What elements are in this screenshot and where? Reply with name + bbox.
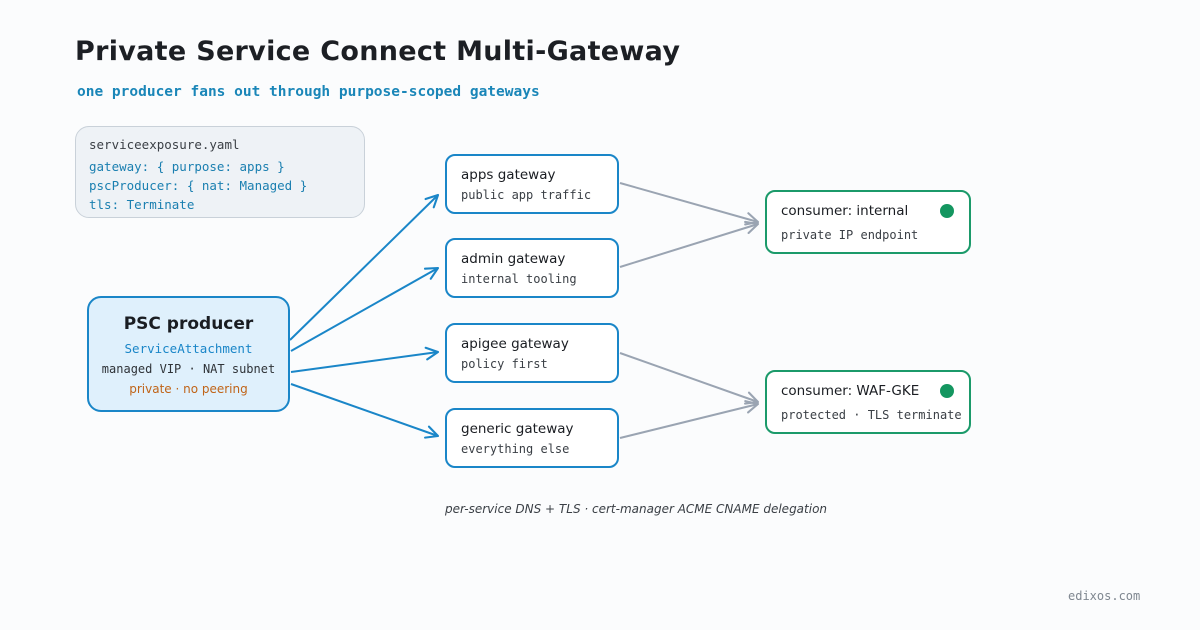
arrow-apps-to-internal — [619, 182, 760, 226]
arrow-producer-to-generic — [290, 383, 440, 439]
config-line: tls: Terminate — [89, 197, 195, 212]
diagram-subtitle: one producer fans out through purpose-sc… — [77, 84, 540, 100]
footnote: per-service DNS + TLS · cert-manager ACM… — [445, 502, 828, 516]
producer-title: PSC producer — [123, 314, 254, 334]
gateway-name: generic gateway — [461, 421, 574, 437]
apps-gateway-node: apps gateway public app traffic — [445, 154, 619, 214]
consumer-name: consumer: internal — [781, 203, 909, 219]
consumer-desc: private IP endpoint — [781, 228, 919, 242]
arrow-admin-to-internal — [619, 220, 760, 268]
gateway-name: admin gateway — [461, 251, 566, 267]
admin-gateway-node: admin gateway internal tooling — [445, 238, 619, 298]
consumer-name: consumer: WAF-GKE — [781, 383, 920, 399]
consumer-internal-node: consumer: internal private IP endpoint — [765, 190, 971, 254]
gateway-desc: internal tooling — [461, 272, 577, 286]
diagram-title: Private Service Connect Multi-Gateway — [75, 36, 681, 67]
gateway-name: apps gateway — [461, 167, 556, 183]
gateway-desc: policy first — [461, 357, 548, 371]
consumer-waf-gke-node: consumer: WAF-GKE protected · TLS termin… — [765, 370, 971, 434]
gateway-name: apigee gateway — [461, 336, 569, 352]
gateway-desc: everything else — [461, 442, 570, 456]
arrow-producer-to-apps — [289, 193, 440, 341]
arrow-producer-to-apigee — [290, 346, 440, 373]
gateway-desc: public app traffic — [461, 188, 592, 202]
status-dot-icon — [940, 204, 954, 218]
brand-label: edixos.com — [1068, 589, 1141, 603]
generic-gateway-node: generic gateway everything else — [445, 408, 619, 468]
psc-producer-node: PSC producer ServiceAttachment managed V… — [87, 296, 290, 412]
producer-subtitle: ServiceAttachment — [124, 341, 253, 356]
producer-meta: managed VIP · NAT subnet — [101, 362, 276, 376]
config-line: gateway: { purpose: apps } — [89, 159, 285, 174]
arrow-apigee-to-waf — [619, 352, 760, 405]
producer-note: private · no peering — [129, 382, 248, 396]
config-filename: serviceexposure.yaml — [89, 137, 240, 152]
config-line: pscProducer: { nat: Managed } — [89, 178, 308, 193]
arrow-producer-to-admin — [290, 266, 440, 352]
apigee-gateway-node: apigee gateway policy first — [445, 323, 619, 383]
status-dot-icon — [940, 384, 954, 398]
arrow-generic-to-waf — [619, 400, 760, 439]
config-snippet: serviceexposure.yaml gateway: { purpose:… — [75, 126, 365, 218]
consumer-desc: protected · TLS terminate — [781, 408, 962, 422]
